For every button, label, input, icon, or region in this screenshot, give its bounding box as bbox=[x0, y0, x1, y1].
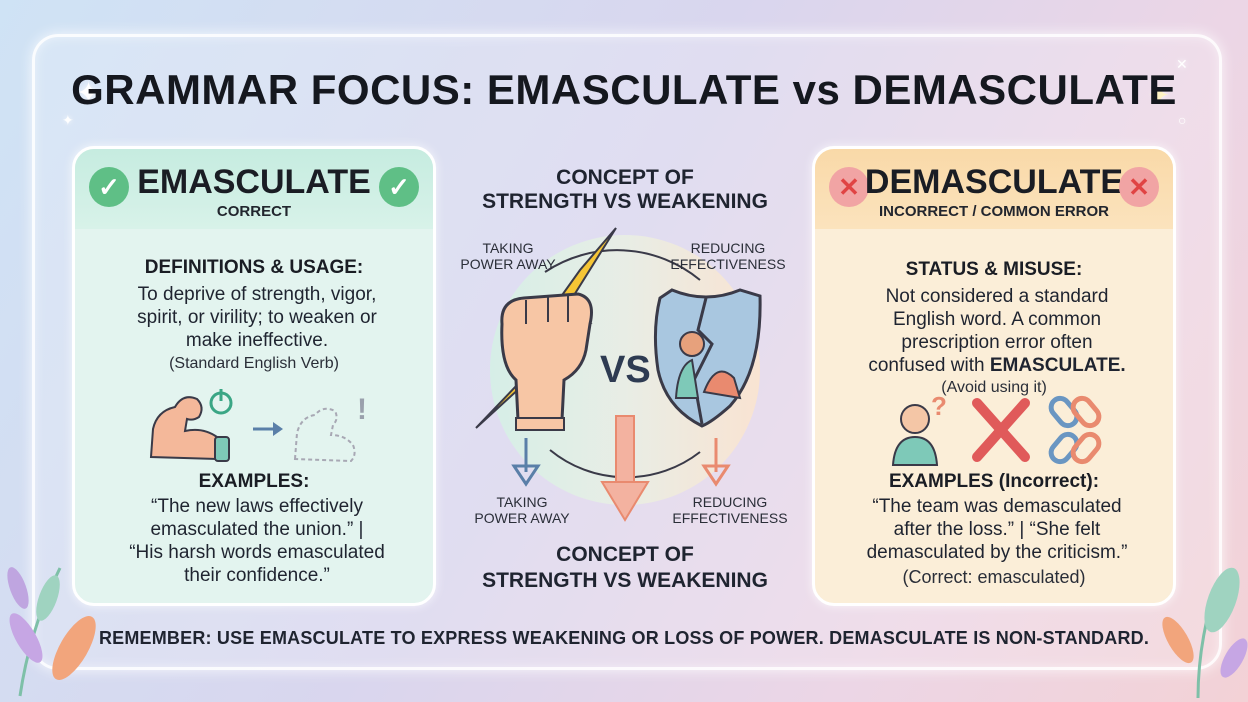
emasculate-card-header: ✓ EMASCULATE CORRECT ✓ bbox=[75, 149, 433, 229]
arc-top bbox=[544, 249, 701, 281]
definition-text: To deprive of strength, vigor, spirit, o… bbox=[137, 284, 377, 351]
demasculate-card: ✕ DEMASCULATE INCORRECT / COMMON ERROR ✕… bbox=[812, 146, 1176, 606]
footer-reminder: REMEMBER: USE EMASCULATE TO EXPRESS WEAK… bbox=[98, 628, 1150, 648]
strength-illustration: ! bbox=[149, 389, 367, 463]
examples-text: “The new laws effectively emasculated th… bbox=[129, 496, 385, 586]
status-text: Not considered a standard English word. … bbox=[868, 286, 1126, 376]
demasculate-status: INCORRECT / COMMON ERROR bbox=[879, 203, 1109, 220]
flexed-arm-icon bbox=[149, 396, 230, 462]
sparkle-icon: ○ bbox=[1178, 112, 1187, 128]
concept-heading-top: CONCEPT OF STRENGTH VS WEAKENING bbox=[482, 166, 768, 213]
examples-incorrect-heading: EXAMPLES (Incorrect): bbox=[888, 471, 1100, 492]
cross-icon: ✕ bbox=[1119, 167, 1159, 207]
examples-incorrect-text: “The team was demasculated after the los… bbox=[866, 496, 1128, 563]
emasculate-card: ✓ EMASCULATE CORRECT ✓ DEFINITIONS & USA… bbox=[72, 146, 436, 606]
broken-shield-icon bbox=[653, 288, 762, 428]
down-arrow-icon bbox=[511, 438, 541, 487]
label-taking-power-bottom: TAKING POWER AWAY bbox=[474, 494, 570, 526]
misuse-illustration: ? bbox=[891, 391, 1102, 466]
examples-correct-note: (Correct: emasculated) bbox=[902, 567, 1086, 587]
page-title: GRAMMAR FOCUS: EMASCULATE vs DEMASCULATE bbox=[71, 66, 1177, 113]
leaf-icon bbox=[7, 567, 96, 697]
label-reducing-top: REDUCING EFFECTIVENESS bbox=[670, 240, 786, 272]
right-arrow-icon bbox=[253, 422, 283, 436]
label-taking-power-top: TAKING POWER AWAY bbox=[460, 240, 556, 272]
fist-icon bbox=[500, 292, 593, 431]
examples-heading: EXAMPLES: bbox=[198, 471, 310, 492]
down-arrow-icon bbox=[600, 415, 650, 522]
emasculate-status: CORRECT bbox=[216, 203, 292, 220]
concept-heading-bottom: CONCEPT OF STRENGTH VS WEAKENING bbox=[482, 543, 768, 592]
large-x-icon bbox=[972, 398, 1030, 462]
broken-chain-icon bbox=[1048, 395, 1102, 465]
sparkle-icon: ✦ bbox=[62, 112, 74, 128]
concept-diagram: VS bbox=[475, 227, 762, 522]
svg-text:?: ? bbox=[931, 391, 947, 421]
label-reducing-bottom: REDUCING EFFECTIVENESS bbox=[672, 494, 788, 526]
leaf-icon bbox=[1162, 567, 1248, 699]
sparkle-icon: ✕ bbox=[1176, 56, 1188, 72]
power-icon bbox=[209, 389, 233, 415]
sparkle-icon: ✦ bbox=[76, 77, 102, 110]
definitions-heading: DEFINITIONS & USAGE: bbox=[144, 257, 364, 278]
demasculate-word: DEMASCULATE bbox=[864, 163, 1124, 201]
confused-person-icon: ? bbox=[891, 391, 947, 466]
svg-text:!: ! bbox=[357, 393, 367, 426]
definition-note: (Standard English Verb) bbox=[169, 355, 339, 372]
status-heading: STATUS & MISUSE: bbox=[905, 259, 1083, 280]
check-icon: ✓ bbox=[89, 167, 129, 207]
check-icon: ✓ bbox=[379, 167, 419, 207]
down-arrow-icon bbox=[701, 438, 731, 487]
vs-label: VS bbox=[600, 349, 651, 391]
weak-arm-icon: ! bbox=[293, 393, 367, 463]
status-note: (Avoid using it) bbox=[941, 379, 1047, 396]
cross-icon: ✕ bbox=[829, 167, 869, 207]
emasculate-word: EMASCULATE bbox=[137, 163, 371, 201]
sparkle-icon: ✦ bbox=[1148, 80, 1170, 110]
demasculate-card-header: ✕ DEMASCULATE INCORRECT / COMMON ERROR ✕ bbox=[815, 149, 1173, 229]
